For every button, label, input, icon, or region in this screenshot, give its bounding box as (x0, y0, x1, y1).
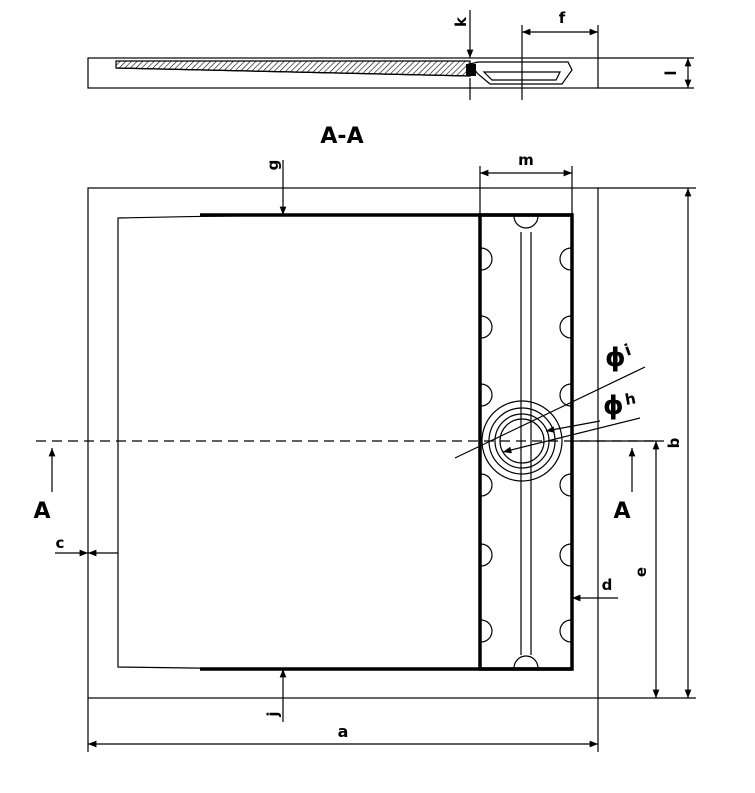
section-title: A-A (320, 124, 363, 149)
dim-h-leader-arrow (545, 420, 601, 433)
dim-i-label: i (622, 340, 634, 360)
section-outline (87, 57, 599, 89)
notch-left (480, 543, 493, 567)
dim-c-label: c (56, 534, 65, 552)
tray-outline (87, 187, 599, 699)
notch-right (559, 619, 572, 643)
notch-right (559, 383, 572, 407)
dim-i-leader (454, 366, 646, 459)
section-drain-flange (466, 64, 476, 76)
section-drain-inner (482, 71, 561, 81)
dim-j-label: j (264, 711, 282, 717)
dim-k-label: k (452, 16, 470, 27)
drain-outer-ring (481, 400, 563, 482)
notch-right (559, 315, 572, 339)
section-drain-body (468, 61, 573, 85)
section-arrow-left-label: A (33, 499, 50, 524)
notch-left (480, 619, 493, 643)
plan-view: ϕ i ϕ h A A (33, 187, 655, 699)
section-slope-surface (115, 60, 471, 77)
tray-inner-area (117, 214, 481, 670)
notch-left (480, 247, 493, 271)
dim-h-leader (502, 417, 641, 454)
notch-right (559, 543, 572, 567)
section-arrow-right-label: A (613, 499, 630, 524)
channel-notch-bottom (513, 655, 539, 669)
dim-f-label: f (559, 9, 566, 27)
section-slope-line (115, 67, 471, 77)
dim-b-label: b (665, 437, 683, 448)
notch-left (480, 473, 493, 497)
notch-left (480, 315, 493, 339)
section-view: k f l (87, 9, 694, 100)
notch-right (559, 473, 572, 497)
diameter-symbol-i: ϕ (605, 343, 626, 373)
notch-left (480, 383, 493, 407)
dim-g-label: g (264, 160, 282, 171)
dim-h-label: h (624, 389, 638, 409)
dim-a-label: a (338, 722, 349, 741)
dim-e-label: e (632, 567, 650, 577)
channel-notches-right (559, 247, 572, 643)
dim-d-label: d (602, 576, 613, 594)
notch-right (559, 247, 572, 271)
channel-notch-top (513, 215, 539, 229)
drain-channel (478, 213, 574, 671)
diameter-symbol-h: ϕ (603, 391, 624, 421)
dim-m-label: m (518, 151, 534, 169)
dim-l-label: l (662, 70, 680, 75)
channel-notches-left (480, 247, 493, 643)
